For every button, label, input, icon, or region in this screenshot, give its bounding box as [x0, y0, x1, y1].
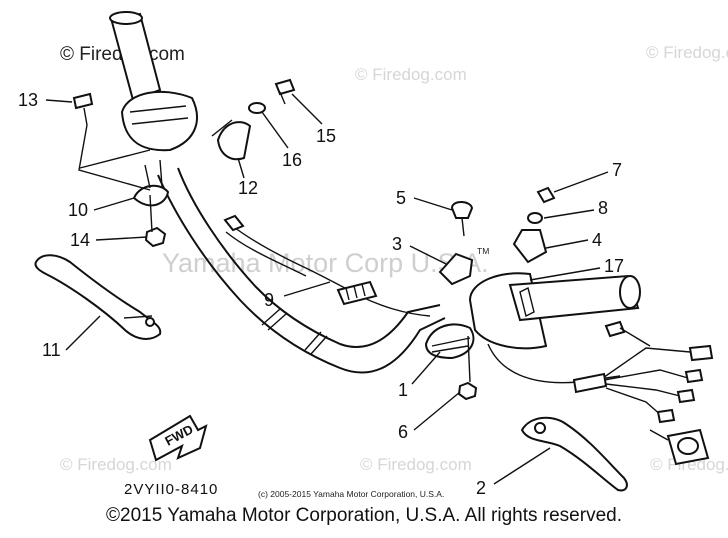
brake-lever-drawing [520, 416, 628, 492]
callout-12: 12 [238, 178, 258, 198]
callout-1: 1 [398, 380, 408, 400]
watermark-firedog-bottom-right: © Firedog.com [650, 455, 728, 474]
callout-15: 15 [316, 126, 336, 146]
inline-copyright: (c) 2005-2015 Yamaha Motor Corporation, … [258, 489, 444, 499]
callout-13: 13 [18, 90, 38, 110]
watermark-firedog-bottom-center: © Firedog.com [360, 455, 472, 474]
cable-drawing [223, 214, 431, 317]
callout-11: 11 [42, 340, 61, 360]
fwd-arrow: FWD [148, 414, 208, 462]
callout-4: 4 [592, 230, 602, 250]
watermark-center: Yamaha Motor Corp U.S.A. [162, 248, 489, 278]
watermark-firedog-top-right: © Firedog.com [646, 43, 728, 62]
callout-8: 8 [598, 198, 608, 218]
callout-16: 16 [282, 150, 302, 170]
callout-7: 7 [612, 160, 622, 180]
callout-9: 9 [264, 290, 274, 310]
handlebar-drawing [72, 11, 446, 374]
callout-17: 17 [604, 256, 624, 276]
clutch-lever-drawing [34, 254, 162, 340]
callout-10: 10 [68, 200, 88, 220]
watermark-tm: TM [477, 246, 489, 256]
footer-copyright: ©2015 Yamaha Motor Corporation, U.S.A. A… [106, 505, 622, 526]
diagram-code: 2VYII0-8410 [124, 481, 218, 498]
right-switch-drawing [424, 186, 714, 466]
callout-5: 5 [396, 188, 406, 208]
callout-6: 6 [398, 422, 408, 442]
callout-14: 14 [70, 230, 90, 250]
callout-2: 2 [476, 478, 486, 498]
callout-3: 3 [392, 234, 402, 254]
watermark-firedog-top-center: © Firedog.com [355, 65, 467, 84]
watermark-firedog-bottom-left: © Firedog.com [60, 455, 172, 474]
callouts: 13 10 14 11 12 16 15 9 5 3 7 8 4 17 1 6 [18, 90, 624, 498]
